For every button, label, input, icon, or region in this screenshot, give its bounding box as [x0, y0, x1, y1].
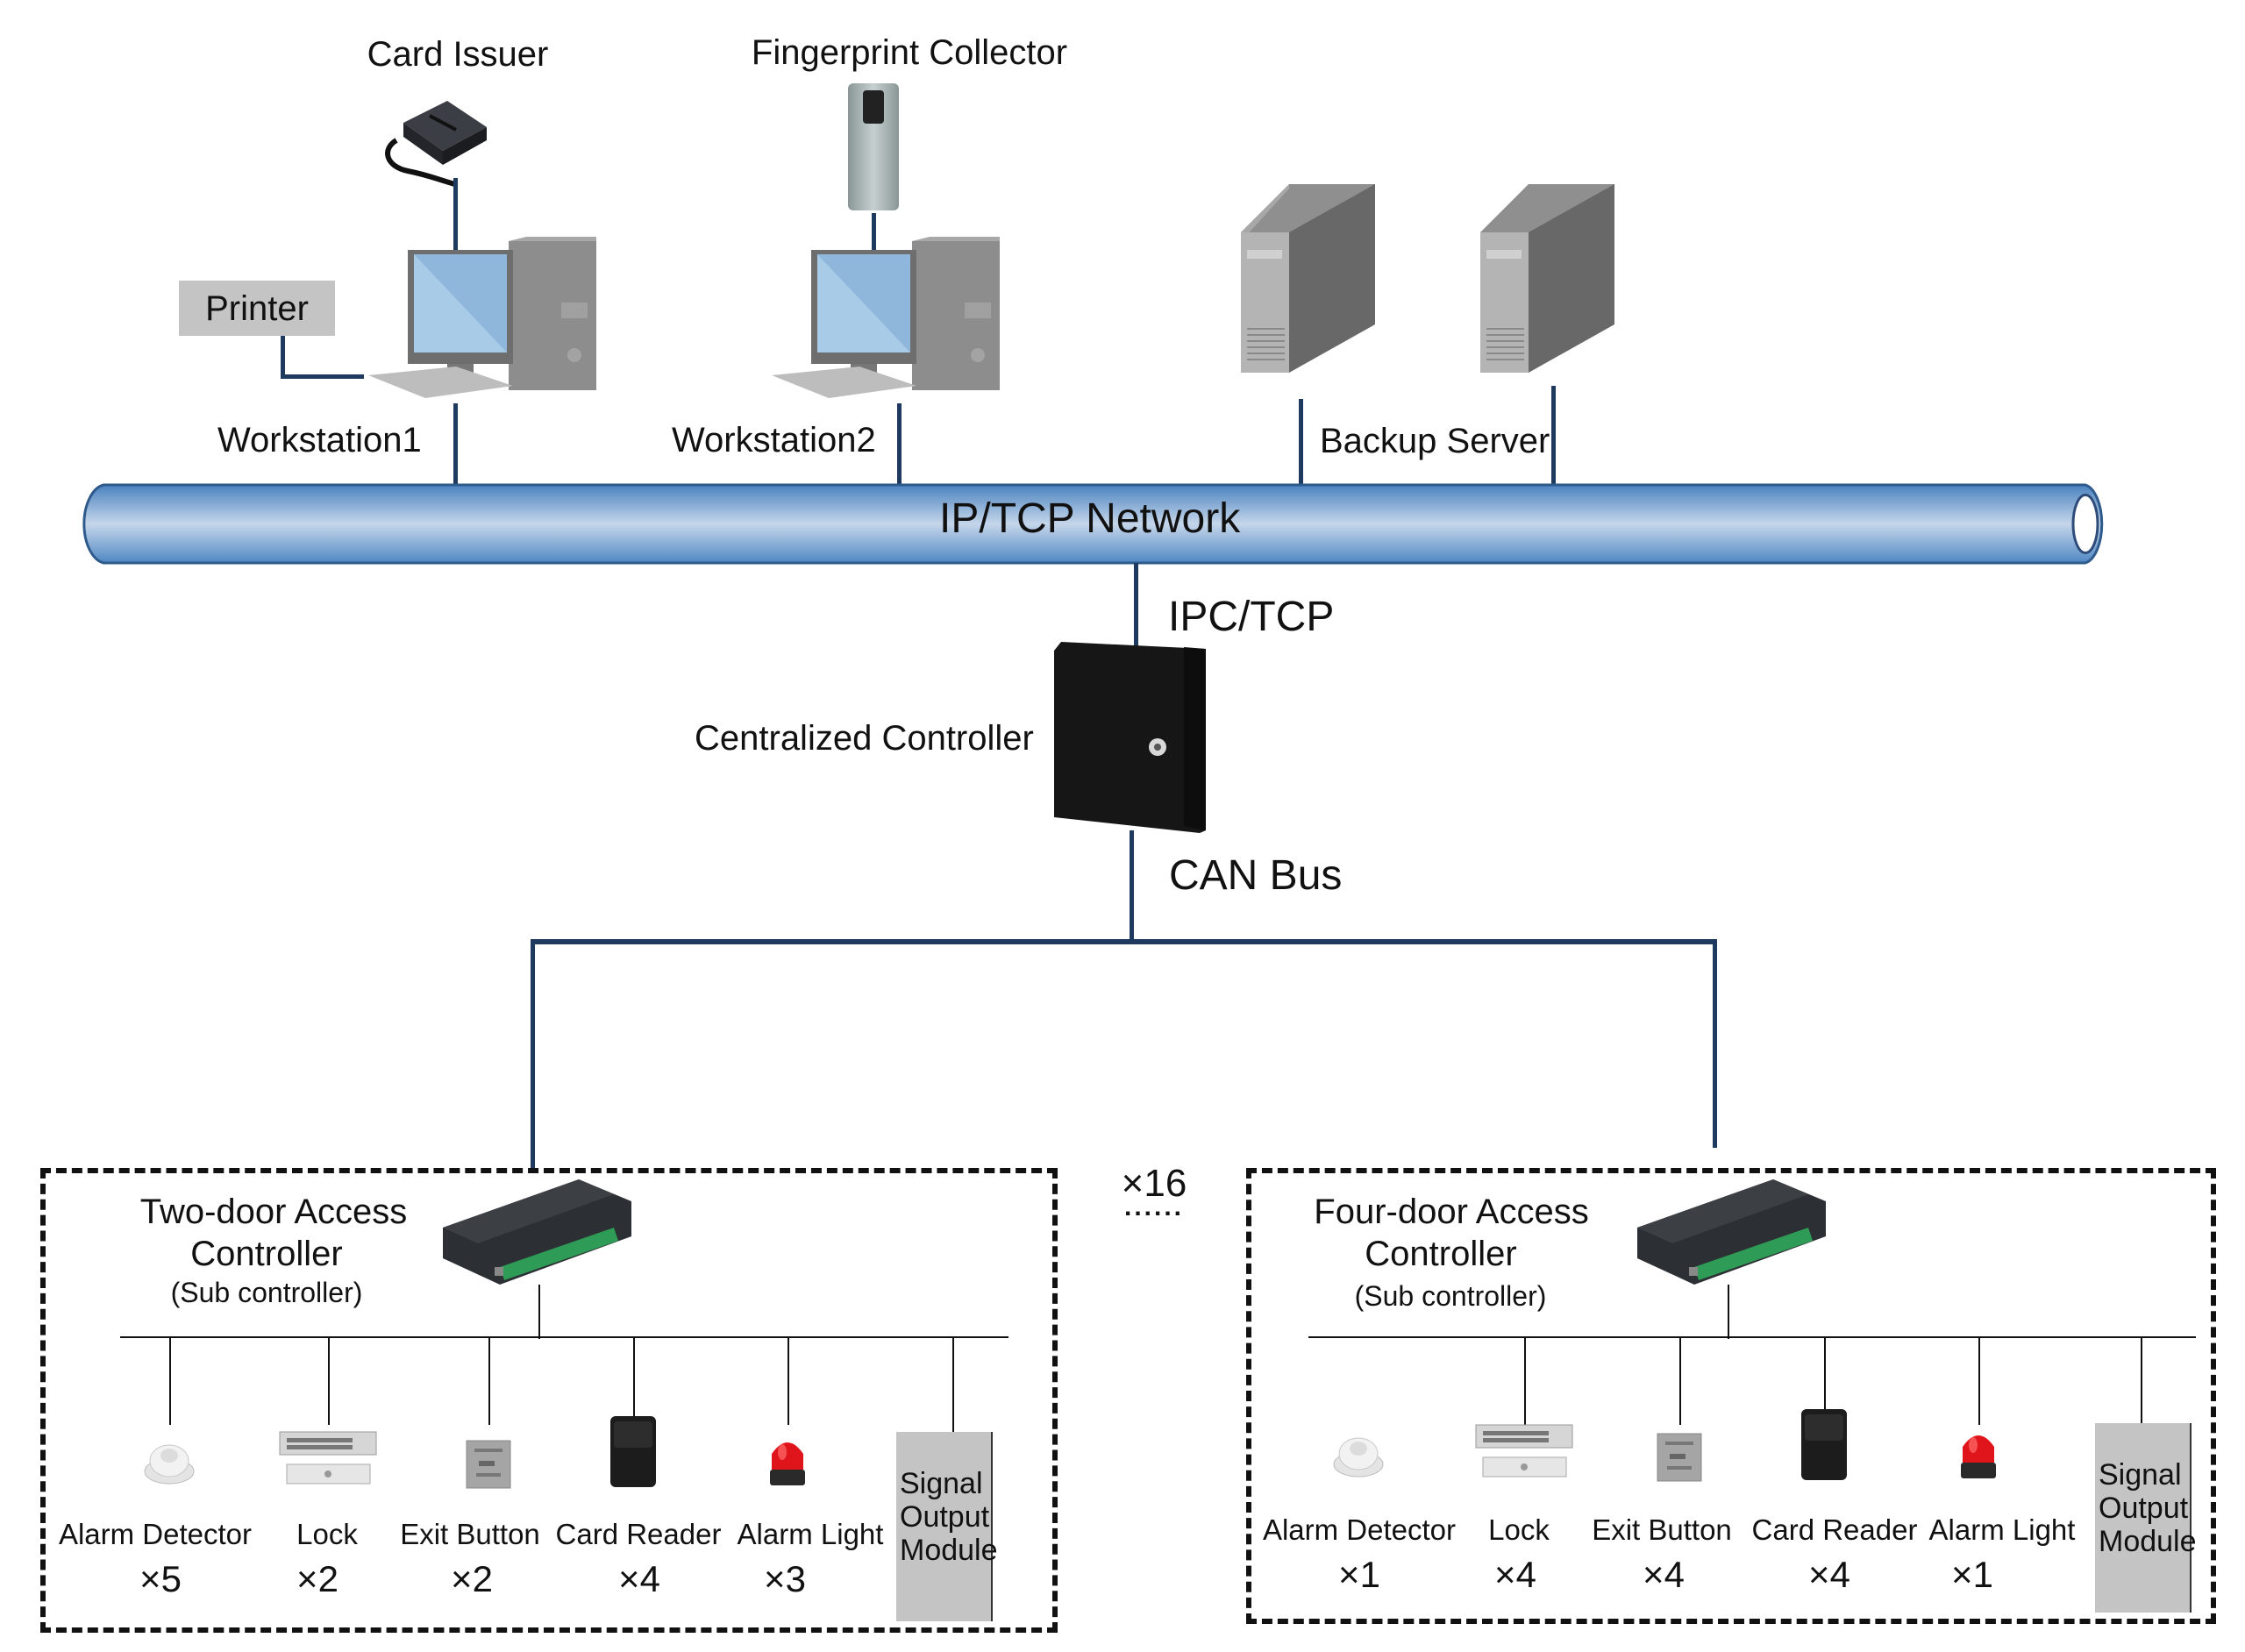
alarm-detector-count: ×1: [1338, 1554, 1380, 1595]
two-door-title-line1: Two-door Access: [139, 1193, 408, 1231]
card-reader-count: ×4: [1808, 1554, 1850, 1595]
fingerprint-cable: [872, 213, 876, 253]
lock-count: ×2: [296, 1558, 339, 1599]
server1-icon: [1241, 184, 1375, 373]
two-door-device-bus: [120, 1336, 1008, 1338]
lock-icon: [278, 1428, 379, 1489]
four-door-controller-icon: [1637, 1179, 1826, 1285]
alarm-light-label: Alarm Light: [1928, 1513, 2076, 1546]
alarm-detector-label: Alarm Detector: [1262, 1513, 1457, 1546]
alarm-detector-count: ×5: [139, 1558, 182, 1599]
signal-output-module: Signal Output Module: [2095, 1423, 2197, 1613]
can-bus-link: [1130, 830, 1134, 943]
printer-box: Printer: [179, 281, 335, 336]
server2-link: [1551, 386, 1556, 487]
four-door-title-line1: Four-door Access: [1314, 1193, 1589, 1231]
fingerprint-collector-label: Fingerprint Collector: [751, 33, 1068, 72]
alarm-light-label: Alarm Light: [737, 1518, 884, 1550]
workstation2-label: Workstation2: [672, 421, 876, 459]
lock-drop-line: [328, 1337, 330, 1425]
exit-button-count: ×4: [1643, 1554, 1685, 1595]
can-drop-right: [1713, 939, 1717, 1148]
ip-tcp-network-pipe: [82, 483, 2104, 565]
alarm-light-drop-line: [788, 1337, 789, 1425]
alarm-light-count: ×1: [1951, 1554, 1993, 1595]
centralized-controller-icon: [1054, 642, 1206, 833]
network-label: IP/TCP Network: [939, 495, 1241, 542]
workstation1-link: [453, 403, 458, 487]
card-reader-count: ×4: [618, 1558, 660, 1599]
can-bus-line: [531, 939, 1717, 944]
four-door-controller-drop: [1728, 1285, 1729, 1339]
signal-output-module: Signal Output Module: [896, 1432, 998, 1621]
two-door-subtitle: (Sub controller): [170, 1277, 363, 1308]
alarm-detector-icon: [141, 1436, 197, 1489]
printer-cable-horizontal: [281, 374, 364, 379]
four-door-device-bus: [1308, 1336, 2196, 1338]
card-issuer-cable: [453, 178, 458, 261]
exit-button-icon: [466, 1440, 511, 1489]
two-door-controller-group: [40, 1168, 1058, 1633]
exit-button-icon: [1657, 1433, 1702, 1482]
printer-cable-vertical: [281, 336, 285, 378]
workstation2-computer-icon: [772, 237, 1000, 398]
workstation1-label: Workstation1: [217, 421, 422, 459]
alarm-light-icon: [765, 1435, 810, 1489]
fingerprint-collector-icon: [848, 83, 899, 210]
printer-label: Printer: [205, 289, 309, 328]
backup-server-label: Backup Server: [1320, 422, 1550, 460]
lock-count: ×4: [1494, 1554, 1536, 1595]
can-bus-label: CAN Bus: [1169, 852, 1343, 899]
lock-icon: [1474, 1421, 1575, 1482]
signal-output-drop-line: [2141, 1337, 2142, 1423]
four-door-title-line2: Controller: [1365, 1235, 1517, 1273]
workstation2-link: [897, 403, 902, 487]
signal-output-drop-line: [952, 1337, 954, 1432]
centralized-controller-label: Centralized Controller: [695, 719, 1034, 758]
two-door-controller-icon: [443, 1179, 631, 1285]
exit-button-drop-line: [1679, 1337, 1681, 1425]
server1-link: [1299, 399, 1303, 487]
card-issuer-label: Card Issuer: [367, 35, 549, 74]
alarm-detector-icon: [1330, 1429, 1386, 1482]
exit-button-drop-line: [488, 1337, 490, 1425]
exit-button-label: Exit Button: [400, 1518, 540, 1550]
lock-label: Lock: [296, 1518, 358, 1550]
alarm-light-icon: [1956, 1428, 2001, 1482]
repeat-count-label: ×16: [1121, 1162, 1187, 1205]
exit-button-label: Exit Button: [1592, 1513, 1732, 1546]
card-issuer-icon: [385, 101, 487, 187]
ipc-tcp-link: [1134, 563, 1138, 651]
card-reader-drop-line: [1824, 1337, 1826, 1425]
lock-drop-line: [1524, 1337, 1526, 1425]
can-drop-left: [531, 939, 535, 1171]
card-reader-label: Card Reader: [555, 1518, 722, 1550]
card-reader-drop-line: [633, 1337, 635, 1425]
alarm-detector-label: Alarm Detector: [58, 1518, 253, 1550]
alarm-detector-drop-line: [169, 1337, 171, 1425]
alarm-light-count: ×3: [764, 1558, 806, 1599]
card-reader-label: Card Reader: [1751, 1513, 1918, 1546]
server2-icon: [1480, 184, 1614, 373]
lock-label: Lock: [1488, 1513, 1550, 1546]
two-door-title-line2: Controller: [190, 1235, 343, 1273]
four-door-subtitle: (Sub controller): [1354, 1280, 1547, 1312]
repeat-dots: ......: [1123, 1193, 1185, 1221]
card-reader-icon: [609, 1414, 658, 1489]
card-reader-icon: [1800, 1407, 1849, 1482]
exit-button-count: ×2: [451, 1558, 493, 1599]
workstation1-computer-icon: [368, 237, 596, 398]
alarm-light-drop-line: [1978, 1337, 1980, 1425]
four-door-controller-group: [1246, 1168, 2216, 1624]
ipc-tcp-label: IPC/TCP: [1168, 594, 1335, 640]
two-door-controller-drop: [538, 1285, 540, 1339]
